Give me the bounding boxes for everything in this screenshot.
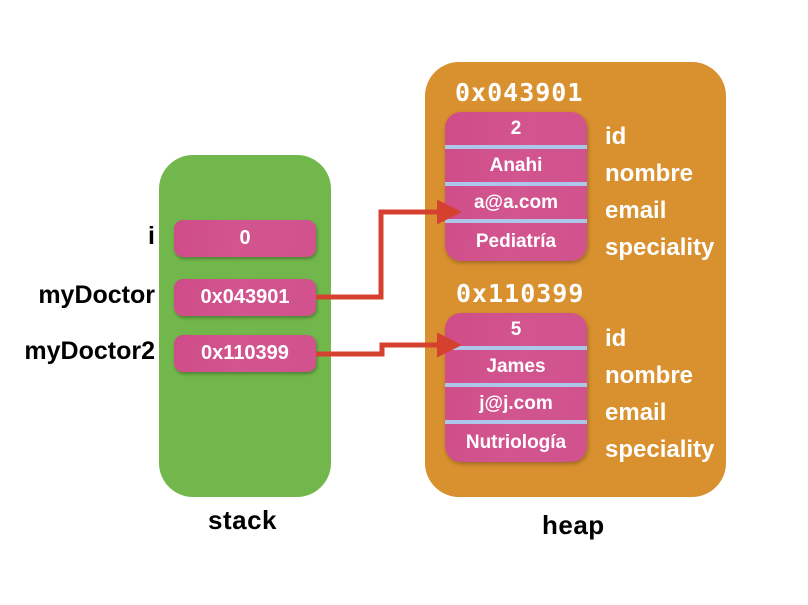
- heap-object-card-0: 2 Anahi a@a.com Pediatría: [445, 112, 587, 261]
- heap-object-card-1: 5 James j@j.com Nutriología: [445, 313, 587, 462]
- field-name-speciality: speciality: [605, 234, 715, 261]
- field-name-email: email: [605, 197, 667, 224]
- stack-region: [159, 155, 331, 497]
- field-name-id: id: [605, 325, 627, 352]
- heap-field-names-1: id nombre email speciality: [605, 320, 735, 468]
- field-name-nombre: nombre: [605, 160, 694, 187]
- stack-variable-label-i: i: [148, 222, 155, 250]
- heap-object-address-1: 0x110399: [456, 279, 585, 308]
- field-name-nombre: nombre: [605, 362, 694, 389]
- heap-field-speciality-0: Pediatría: [475, 231, 557, 252]
- heap-field-email-0: a@a.com: [445, 186, 587, 223]
- heap-field-email-1: j@j.com: [445, 387, 587, 424]
- heap-object-address-0: 0x043901: [455, 78, 584, 107]
- stack-variable-label-myDoctor2: myDoctor2: [24, 337, 155, 365]
- heap-field-id-1: 5: [445, 313, 587, 350]
- stack-slot-myDoctor2: 0x110399: [174, 335, 316, 372]
- stack-slot-i: 0: [174, 220, 316, 257]
- field-name-email: email: [605, 399, 667, 426]
- heap-field-names-0: id nombre email speciality: [605, 118, 735, 266]
- heap-field-id-0: 2: [445, 112, 587, 149]
- heap-field-nombre-1: James: [445, 350, 587, 387]
- heap-caption: heap: [542, 510, 605, 540]
- field-name-speciality: speciality: [605, 436, 715, 463]
- heap-field-nombre-0: Anahi: [445, 149, 587, 186]
- field-name-id: id: [605, 123, 627, 150]
- stack-slot-myDoctor: 0x043901: [174, 279, 316, 316]
- stack-caption: stack: [208, 505, 277, 535]
- heap-field-speciality-1: Nutriología: [465, 432, 567, 453]
- stack-variable-label-myDoctor: myDoctor: [38, 281, 155, 309]
